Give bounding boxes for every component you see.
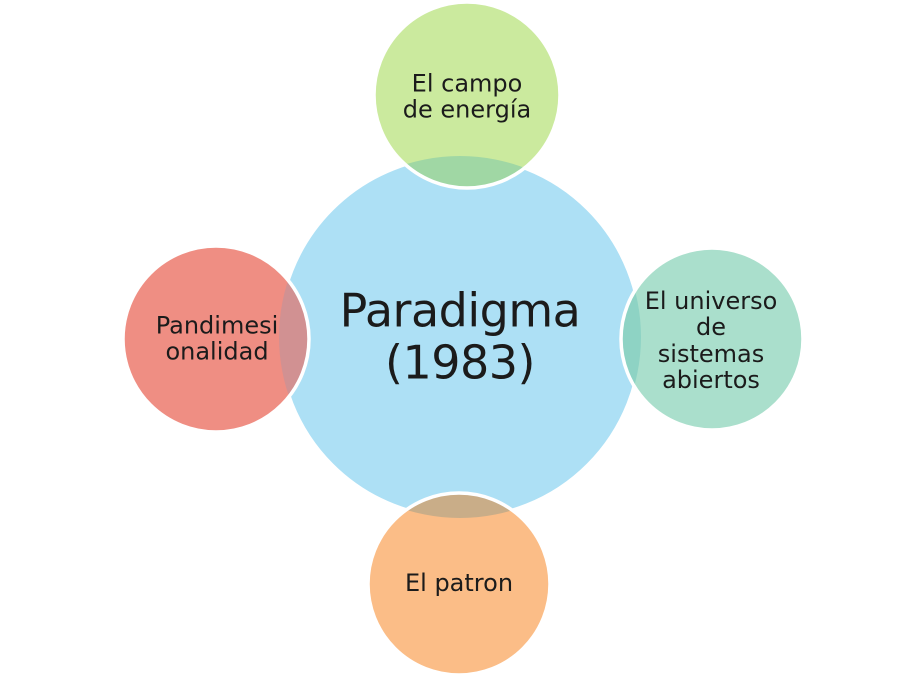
node-top (372, 0, 562, 190)
right-circle[interactable] (621, 248, 803, 430)
left-circle[interactable] (123, 246, 309, 432)
node-left (121, 244, 311, 434)
node-right (619, 246, 805, 432)
left-circle-outline (121, 244, 311, 434)
right-circle-outline (619, 246, 805, 432)
bottom-circle-outline (366, 491, 552, 677)
center-circle[interactable] (277, 154, 643, 520)
node-bottom (366, 491, 552, 677)
bottom-circle[interactable] (368, 493, 550, 675)
top-circle[interactable] (374, 2, 560, 188)
top-circle-outline (372, 0, 562, 190)
